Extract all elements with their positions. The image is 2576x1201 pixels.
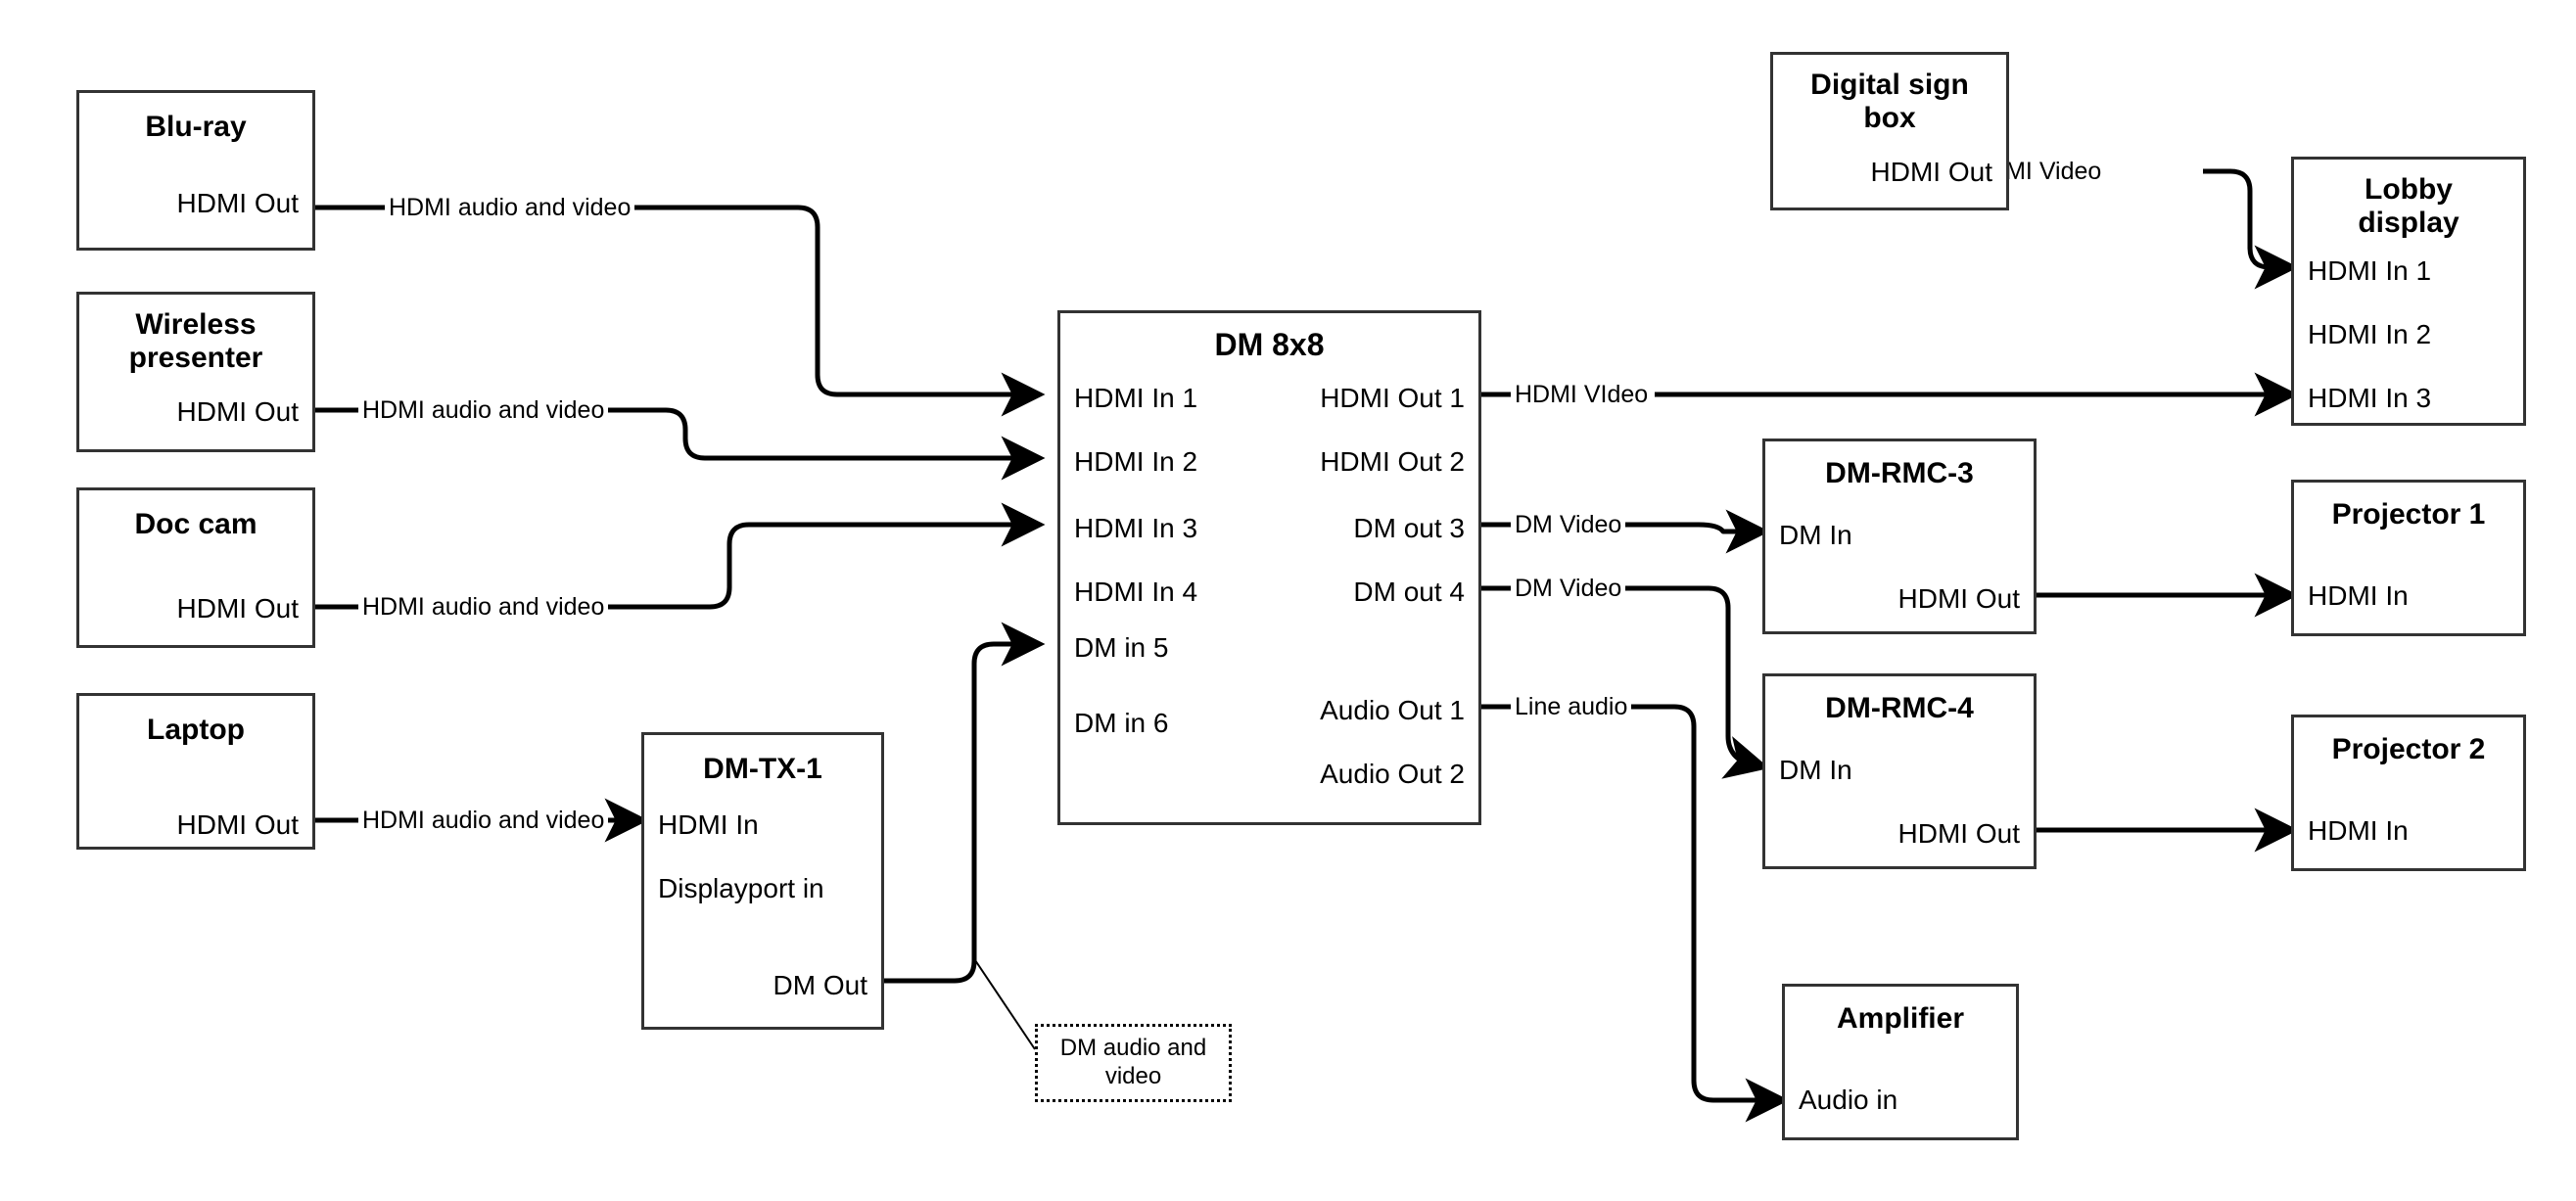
port-rmc4-dm-in[interactable]: DM In <box>1779 755 1852 785</box>
port-lobby-hdmi-in-1[interactable]: HDMI In 1 <box>2308 255 2432 286</box>
node-dm-rmc-3[interactable]: DM-RMC-3 DM In HDMI Out <box>1762 439 2037 634</box>
node-lobby-display-title: Lobby display <box>2358 173 2459 240</box>
wire-audioout1-to-amp-b <box>1625 704 1790 1123</box>
callout-dm-audio-video: DM audio and video <box>1035 1024 1232 1102</box>
port-amplifier-audio-in[interactable]: Audio in <box>1799 1085 1898 1115</box>
port-lobby-hdmi-in-2[interactable]: HDMI In 2 <box>2308 319 2432 349</box>
node-doc-cam-title: Doc cam <box>134 508 258 540</box>
node-dm-rmc-4[interactable]: DM-RMC-4 DM In HDMI Out <box>1762 673 2037 869</box>
node-bluray[interactable]: Blu-ray HDMI Out <box>76 90 315 251</box>
wire-label-audio-out-1: Line audio <box>1511 693 1632 721</box>
node-wireless-presenter-title: Wireless presenter <box>128 308 263 375</box>
port-dmtx1-dm-out[interactable]: DM Out <box>773 970 867 1000</box>
port-dmtx1-displayport-in[interactable]: Displayport in <box>658 873 824 903</box>
node-projector-1-title: Projector 1 <box>2331 498 2486 531</box>
node-lobby-display[interactable]: Lobby display HDMI In 1 HDMI In 2 HDMI I… <box>2291 157 2526 426</box>
port-dm8x8-hdmi-out-1[interactable]: HDMI Out 1 <box>1320 383 1465 413</box>
port-dm8x8-hdmi-in-3[interactable]: HDMI In 3 <box>1074 513 1198 543</box>
port-projector1-hdmi-in[interactable]: HDMI In <box>2308 580 2409 611</box>
node-bluray-title: Blu-ray <box>145 111 247 143</box>
port-dm8x8-hdmi-out-2[interactable]: HDMI Out 2 <box>1320 446 1465 477</box>
wire-doccam-to-dm8x8-b <box>607 502 1046 610</box>
node-amplifier-title: Amplifier <box>1836 1002 1965 1035</box>
wire-wireless-to-dm8x8-b <box>607 407 1046 481</box>
port-rmc3-hdmi-out[interactable]: HDMI Out <box>1897 583 2020 614</box>
node-dm-tx-1-title: DM-TX-1 <box>703 753 822 785</box>
port-doccam-hdmi-out[interactable]: HDMI Out <box>176 593 299 624</box>
node-laptop-title: Laptop <box>147 714 245 746</box>
port-dmtx1-hdmi-in[interactable]: HDMI In <box>658 809 759 840</box>
node-amplifier[interactable]: Amplifier Audio in <box>1782 984 2019 1140</box>
node-laptop[interactable]: Laptop HDMI Out <box>76 693 315 850</box>
node-dm-tx-1[interactable]: DM-TX-1 HDMI In Displayport in DM Out <box>641 732 884 1030</box>
port-projector2-hdmi-in[interactable]: HDMI In <box>2308 815 2409 846</box>
port-dm8x8-hdmi-in-1[interactable]: HDMI In 1 <box>1074 383 1198 413</box>
port-rmc3-dm-in[interactable]: DM In <box>1779 520 1852 550</box>
port-rmc4-hdmi-out[interactable]: HDMI Out <box>1897 818 2020 849</box>
node-projector-2-title: Projector 2 <box>2331 733 2486 765</box>
node-digital-sign-box-title: Digital sign box <box>1810 69 1969 135</box>
wire-label-dm-out-4: DM Video <box>1511 575 1626 603</box>
wire-dmout4-to-rmc4-b <box>1625 585 1770 779</box>
port-dm8x8-dm-out-4[interactable]: DM out 4 <box>1353 577 1465 607</box>
port-wireless-hdmi-out[interactable]: HDMI Out <box>176 396 299 427</box>
port-dm8x8-hdmi-in-2[interactable]: HDMI In 2 <box>1074 446 1198 477</box>
port-dm8x8-hdmi-in-4[interactable]: HDMI In 4 <box>1074 577 1198 607</box>
wire-label-wireless: HDMI audio and video <box>358 396 609 425</box>
wire-bluray-to-dm8x8-b <box>617 205 1046 417</box>
port-dm8x8-dm-out-3[interactable]: DM out 3 <box>1353 513 1465 543</box>
wire-dmtx1-to-dm8x8 <box>884 622 1046 984</box>
wire-dmout3-to-rmc3-b <box>1625 509 1770 554</box>
wire-label-laptop: HDMI audio and video <box>358 807 609 835</box>
node-doc-cam[interactable]: Doc cam HDMI Out <box>76 487 315 648</box>
node-dm-8x8-title: DM 8x8 <box>1214 327 1325 362</box>
port-dm8x8-audio-out-2[interactable]: Audio Out 2 <box>1320 759 1465 789</box>
callout-leader-line <box>974 959 1036 1050</box>
node-dm-8x8[interactable]: DM 8x8 HDMI In 1 HDMI In 2 HDMI In 3 HDM… <box>1057 310 1481 825</box>
port-dm8x8-audio-out-1[interactable]: Audio Out 1 <box>1320 695 1465 725</box>
wire-label-dm-out-3: DM Video <box>1511 511 1626 539</box>
port-lobby-hdmi-in-3[interactable]: HDMI In 3 <box>2308 383 2432 413</box>
node-digital-sign-box[interactable]: Digital sign box HDMI Out <box>1770 52 2009 210</box>
wire-label-bluray: HDMI audio and video <box>385 194 635 222</box>
port-laptop-hdmi-out[interactable]: HDMI Out <box>176 809 299 840</box>
node-projector-2[interactable]: Projector 2 HDMI In <box>2291 715 2526 871</box>
node-dm-rmc-4-title: DM-RMC-4 <box>1825 692 1974 724</box>
port-dm8x8-dm-in-6[interactable]: DM in 6 <box>1074 708 1169 738</box>
wire-label-doccam: HDMI audio and video <box>358 593 609 622</box>
wire-label-hdmi-out-1: HDMI VIdeo <box>1511 381 1653 409</box>
node-wireless-presenter[interactable]: Wireless presenter HDMI Out <box>76 292 315 452</box>
node-projector-1[interactable]: Projector 1 HDMI In <box>2291 480 2526 636</box>
port-digitalsign-hdmi-out[interactable]: HDMI Out <box>1870 157 1992 187</box>
wire-sign-to-lobby-b <box>2203 168 2299 290</box>
port-bluray-hdmi-out[interactable]: HDMI Out <box>176 188 299 218</box>
node-dm-rmc-3-title: DM-RMC-3 <box>1825 457 1974 489</box>
port-dm8x8-dm-in-5[interactable]: DM in 5 <box>1074 632 1169 663</box>
